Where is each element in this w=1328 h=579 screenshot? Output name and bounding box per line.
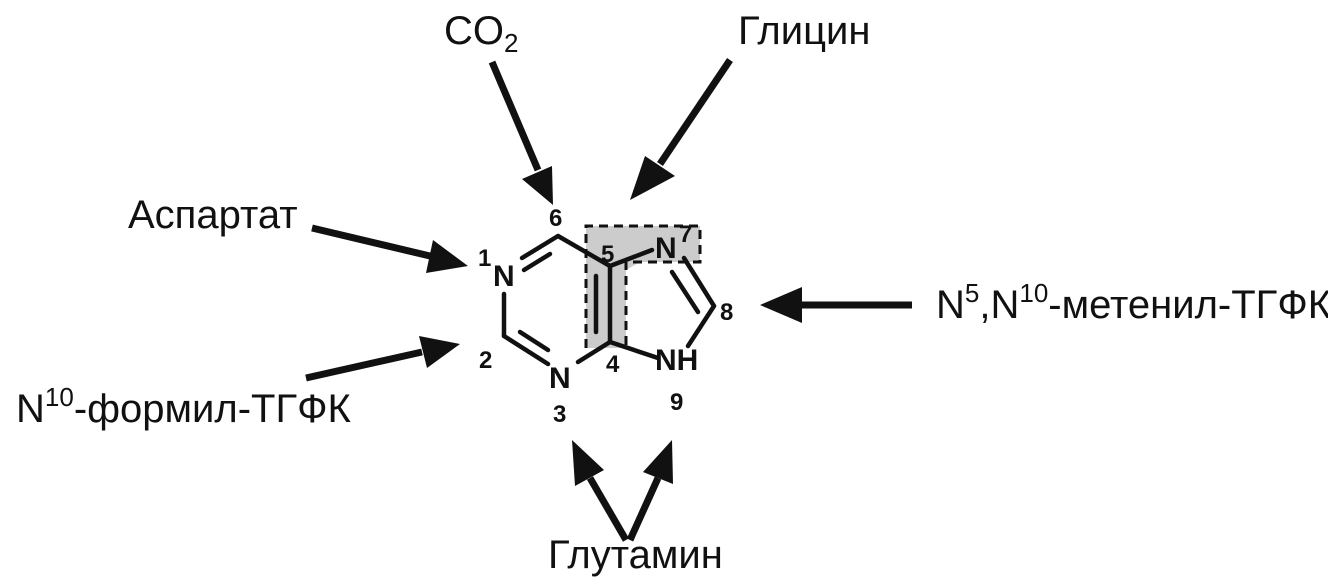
bond-c8-n9 [685, 303, 717, 349]
atom-n7: N [655, 232, 677, 265]
arrow-glutamine-n3-head [572, 440, 604, 486]
label-formyl-tgfk: N10-формил-ТГФК [16, 382, 352, 431]
position-2: 2 [479, 347, 492, 374]
arrow-glutamine-n9-shaft [626, 476, 662, 542]
label-glutamine: Глутамин [548, 533, 723, 577]
position-numbers: 1 2 3 4 5 6 7 8 9 [478, 205, 733, 428]
bond-n3-c4 [575, 339, 613, 365]
arrow-co2-shaft [488, 60, 542, 172]
arrow-formyl-head [419, 336, 460, 368]
bond-n7-c8-double [669, 269, 701, 315]
bond-c5-n7 [607, 247, 655, 269]
position-4: 4 [606, 351, 620, 378]
arrow-glutamine-n3-shaft [586, 476, 630, 542]
arrow-glycine-shaft [657, 58, 733, 166]
label-glycine: Глицин [738, 9, 870, 53]
arrow-co2-head [522, 166, 553, 205]
atom-n1: N [493, 260, 515, 293]
position-3: 3 [553, 401, 566, 428]
bond-c6-n1-double [521, 251, 553, 273]
bond-n7-c8 [681, 255, 717, 309]
source-labels: CO2 Глицин Аспартат N5,N10-метенил-ТГФК … [16, 9, 1328, 577]
bond-c4-n9 [607, 339, 661, 361]
atom-nh9: NH [655, 344, 698, 377]
arrow-glutamine-n9-head [643, 440, 673, 484]
atom-n3: N [549, 362, 571, 395]
glycine-highlight [586, 226, 700, 348]
position-9: 9 [670, 389, 683, 416]
arrow-aspartate-head [426, 240, 468, 273]
position-6: 6 [549, 205, 562, 232]
arrows [305, 58, 912, 542]
glycine-dashed-box [584, 224, 702, 348]
arrow-glycine-head [630, 156, 675, 200]
position-1: 1 [478, 245, 491, 272]
position-7: 7 [679, 221, 692, 248]
arrow-aspartate-shaft [311, 224, 431, 260]
position-5: 5 [601, 241, 614, 268]
bond-c6-n1 [519, 233, 561, 261]
purine-bonds [501, 233, 717, 367]
purine-atoms: N N N NH [493, 232, 698, 395]
label-aspartate: Аспартат [128, 193, 298, 237]
arrow-formyl-shaft [305, 348, 423, 382]
position-8: 8 [720, 299, 733, 326]
bond-c2-n3-double [517, 329, 551, 353]
arrow-methenyl-head [760, 287, 802, 323]
bond-c2-n3 [501, 333, 551, 367]
bond-c6-c5 [555, 233, 613, 269]
highlight-n7 [586, 226, 700, 270]
label-methenyl-tgfk: N5,N10-метенил-ТГФК [936, 278, 1328, 327]
label-co2: CO2 [444, 9, 518, 58]
